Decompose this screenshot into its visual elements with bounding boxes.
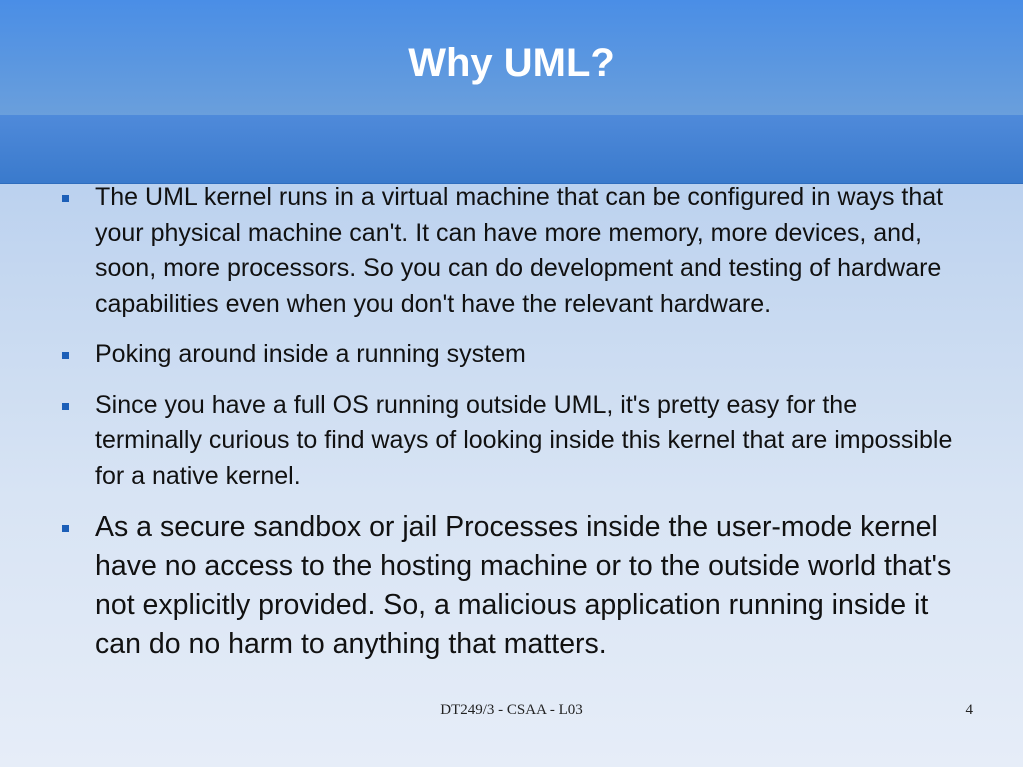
square-bullet-icon (62, 352, 69, 359)
bullet-text: Poking around inside a running system (95, 340, 526, 368)
page-number: 4 (965, 702, 974, 718)
bullet-item: As a secure sandbox or jail Processes in… (60, 508, 970, 664)
title-underband (0, 115, 1023, 184)
square-bullet-icon (62, 195, 69, 202)
bullet-text: The UML kernel runs in a virtual machine… (95, 183, 944, 318)
bullet-item: Poking around inside a running system (60, 337, 970, 373)
footer-course-code: DT249/3 - CSAA - L03 (440, 702, 583, 718)
square-bullet-icon (62, 402, 69, 410)
bullet-text: Since you have a full OS running outside… (95, 390, 953, 490)
bullet-list: The UML kernel runs in a virtual machine… (60, 180, 970, 664)
bullet-item: The UML kernel runs in a virtual machine… (60, 180, 970, 322)
bullet-item: Since you have a full OS running outside… (60, 388, 970, 495)
bullet-text: As a secure sandbox or jail Processes in… (95, 511, 952, 660)
slide-title: Why UML? (408, 41, 615, 85)
square-bullet-icon (62, 525, 69, 532)
title-band (0, 0, 1023, 115)
